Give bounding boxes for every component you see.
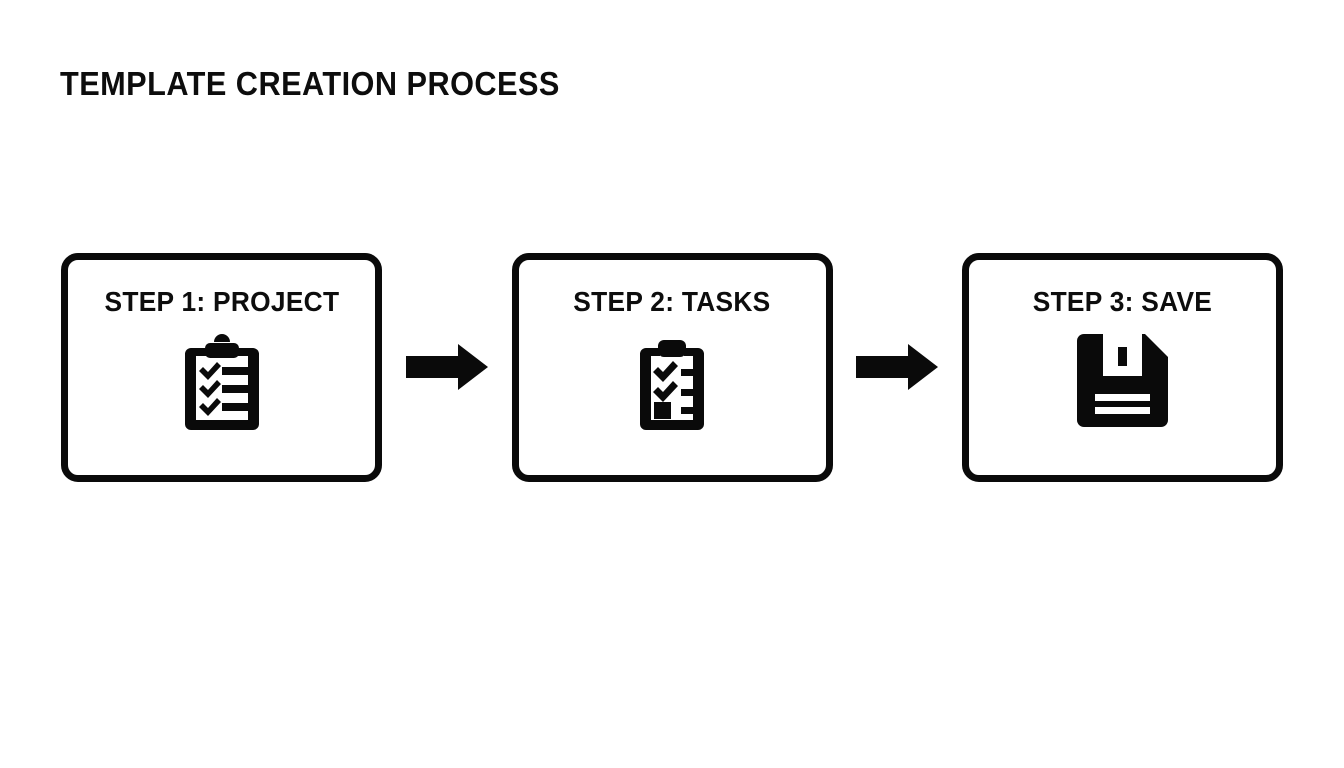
step-card-1[interactable]: STEP 1: PROJECT [61,252,382,482]
arrow-right-icon [405,344,488,390]
step-card-2-label: STEP 2: TASKS [573,285,771,317]
page-title: TEMPLATE CREATION PROCESS [60,65,560,102]
step-card-2[interactable]: STEP 2: TASKS [511,252,833,482]
clipboard-tasks-icon [640,334,704,436]
step-card-3[interactable]: STEP 3: SAVE [962,252,1283,482]
arrow-right-icon [856,344,939,390]
step-card-1-label: STEP 1: PROJECT [104,285,339,317]
floppy-disk-save-icon [1077,333,1168,432]
process-flow-diagram: STEP 1: PROJECT [61,252,1283,482]
clipboard-checklist-icon [184,333,259,436]
step-card-3-label: STEP 3: SAVE [1032,285,1213,317]
